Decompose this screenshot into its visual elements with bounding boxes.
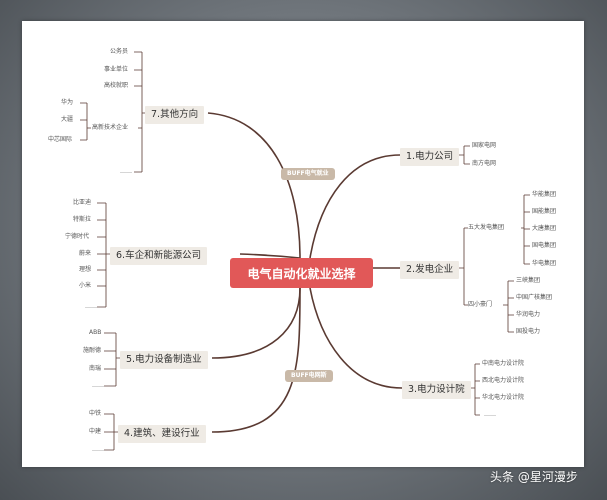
leaf: 大疆 xyxy=(61,116,74,123)
leaf: 国投电力 xyxy=(516,328,541,335)
leaf: …… xyxy=(92,446,104,453)
leaf: 宁德时代 xyxy=(65,233,90,240)
branch-5-equipment: 5.电力设备制造业 xyxy=(120,351,208,369)
leaf: 理想 xyxy=(79,266,92,273)
leaf: 三峡集团 xyxy=(516,277,541,284)
leaf: …… xyxy=(120,168,132,175)
leaf: 中铁 xyxy=(89,410,102,417)
leaf: 中芯国际 xyxy=(48,136,73,143)
leaf: 四小豪门 xyxy=(468,301,493,308)
branch-6-auto-energy: 6.车企和新能源公司 xyxy=(110,247,208,265)
leaf: 南瑞 xyxy=(89,365,102,372)
branch-4-construction: 4.建筑、建设行业 xyxy=(118,425,206,443)
branch-2-generation: 2.发电企业 xyxy=(400,261,460,279)
leaf: 华润电力 xyxy=(516,311,541,318)
leaf: 国电集团 xyxy=(532,242,557,249)
leaf: 公务员 xyxy=(110,48,129,55)
leaf: 华电集团 xyxy=(532,260,557,267)
leaf: 蔚来 xyxy=(79,250,92,257)
leaf: 中国广核集团 xyxy=(516,294,553,301)
leaf: 西北电力设计院 xyxy=(482,377,525,384)
leaf: 华北电力设计院 xyxy=(482,394,525,401)
leaf: …… xyxy=(85,303,97,310)
watermark: 头条 @星河漫步 xyxy=(490,470,578,484)
leaf: 特斯拉 xyxy=(73,216,92,223)
leaf: 中南电力设计院 xyxy=(482,360,525,367)
leaf: 国家电网 xyxy=(472,142,497,149)
leaf: 中建 xyxy=(89,428,102,435)
branch-7-other: 7.其他方向 xyxy=(145,106,205,124)
tag-bottom: BUFF电网斯 xyxy=(285,370,333,382)
leaf: …… xyxy=(92,382,104,389)
branch-3-design-institute: 3.电力设计院 xyxy=(402,381,471,399)
leaf: 华为 xyxy=(61,99,74,106)
leaf: 事业单位 xyxy=(104,66,129,73)
leaf: 高校就职 xyxy=(104,82,129,89)
mindmap-canvas xyxy=(22,21,584,467)
leaf: 高新技术企业 xyxy=(92,124,129,131)
leaf: 国能集团 xyxy=(532,208,557,215)
tag-top: BUFF电气就业 xyxy=(281,168,335,180)
leaf: 施耐德 xyxy=(83,347,102,354)
leaf: 五大发电集团 xyxy=(468,224,505,231)
leaf: 华能集团 xyxy=(532,191,557,198)
leaf: ABB xyxy=(89,329,102,336)
branch-1-power-company: 1.电力公司 xyxy=(400,148,460,166)
leaf: 小米 xyxy=(79,282,92,289)
leaf: …… xyxy=(484,411,496,418)
leaf: 南方电网 xyxy=(472,160,497,167)
leaf: 大唐集团 xyxy=(532,225,557,232)
leaf: 比亚迪 xyxy=(73,199,92,206)
center-node: 电气自动化就业选择 xyxy=(230,258,373,288)
